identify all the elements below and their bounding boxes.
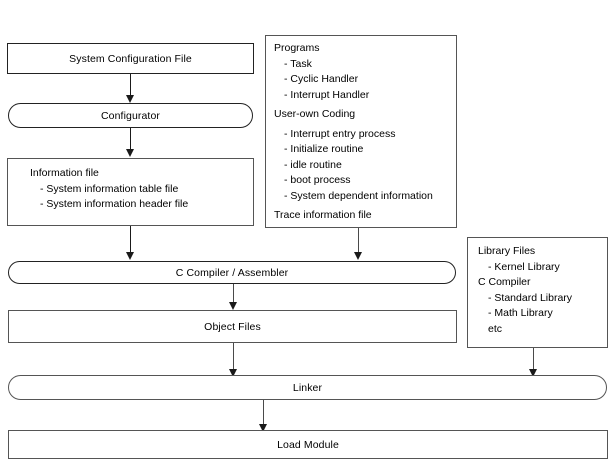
node-linker[interactable]: Linker bbox=[8, 375, 607, 400]
programs-heading-2: User-own Coding bbox=[274, 108, 356, 120]
node-body-information-file: Information file - System information ta… bbox=[8, 159, 253, 217]
information-file-item-1: - System information header file bbox=[40, 198, 189, 210]
programs-item2-4: - System dependent information bbox=[284, 189, 433, 202]
node-label-object-files: Object Files bbox=[204, 320, 261, 333]
edge-linker-to-load-module-arrowhead bbox=[258, 424, 267, 432]
edge-compiler-to-object-line bbox=[233, 284, 234, 303]
programs-item-1: - Cyclic Handler bbox=[284, 73, 359, 85]
node-library-files[interactable]: Library Files - Kernel Library C Compile… bbox=[467, 237, 608, 348]
edge-object-to-linker-arrowhead bbox=[228, 369, 237, 377]
library-files-item2-1: - Math Library bbox=[488, 307, 553, 319]
edge-object-to-linker-line bbox=[233, 343, 234, 370]
node-c-compiler-assembler[interactable]: C Compiler / Assembler bbox=[8, 261, 456, 284]
information-file-item-0: - System information table file bbox=[40, 182, 179, 195]
edge-programs-to-compiler-line bbox=[358, 228, 359, 253]
node-programs[interactable]: Programs - Task - Cyclic Handler - Inter… bbox=[265, 35, 457, 228]
node-body-programs: Programs - Task - Cyclic Handler - Inter… bbox=[266, 36, 456, 228]
edge-config-to-configurator-arrowhead bbox=[125, 95, 134, 103]
programs-item-0: - Task bbox=[284, 57, 312, 70]
edge-information-to-compiler-line bbox=[130, 226, 131, 253]
edge-config-to-configurator-line bbox=[130, 74, 131, 96]
node-information-file[interactable]: Information file - System information ta… bbox=[7, 158, 254, 226]
edge-configurator-to-information-line bbox=[130, 128, 131, 150]
programs-item2-1: - Initialize routine bbox=[284, 143, 364, 155]
edge-configurator-to-information-arrowhead bbox=[125, 149, 134, 157]
edge-compiler-to-object-arrowhead bbox=[228, 302, 237, 310]
library-files-item2-0: - Standard Library bbox=[488, 291, 573, 304]
information-file-heading: Information file bbox=[30, 167, 99, 179]
library-files-heading: Library Files bbox=[478, 245, 536, 257]
library-files-item-0: - Kernel Library bbox=[488, 260, 560, 273]
programs-item2-3: - boot process bbox=[284, 174, 351, 186]
edge-linker-to-load-module-line bbox=[263, 400, 264, 425]
node-system-configuration-file[interactable]: System Configuration File bbox=[7, 43, 254, 74]
node-object-files[interactable]: Object Files bbox=[8, 310, 457, 343]
edge-programs-to-compiler-arrowhead bbox=[353, 252, 362, 260]
programs-item2-2: - idle routine bbox=[284, 158, 342, 171]
library-files-heading-2: C Compiler bbox=[478, 276, 531, 288]
node-load-module[interactable]: Load Module bbox=[8, 430, 608, 459]
edge-information-to-compiler-arrowhead bbox=[125, 252, 134, 260]
edge-library-to-linker-line bbox=[533, 348, 534, 370]
edge-library-to-linker-arrowhead bbox=[528, 369, 537, 377]
node-label-linker: Linker bbox=[292, 381, 323, 394]
node-label-c-compiler-assembler: C Compiler / Assembler bbox=[175, 266, 289, 279]
node-label-configurator: Configurator bbox=[101, 109, 160, 122]
node-configurator[interactable]: Configurator bbox=[8, 103, 253, 128]
programs-item2-0: - Interrupt entry process bbox=[284, 127, 396, 140]
programs-heading: Programs bbox=[274, 42, 320, 54]
node-body-library-files: Library Files - Kernel Library C Compile… bbox=[468, 238, 607, 341]
programs-item-2: - Interrupt Handler bbox=[284, 88, 370, 101]
library-files-footer: etc bbox=[488, 322, 503, 335]
node-label-system-configuration-file: System Configuration File bbox=[69, 52, 192, 65]
programs-footer: Trace information file bbox=[274, 209, 372, 221]
node-label-load-module: Load Module bbox=[277, 438, 339, 451]
